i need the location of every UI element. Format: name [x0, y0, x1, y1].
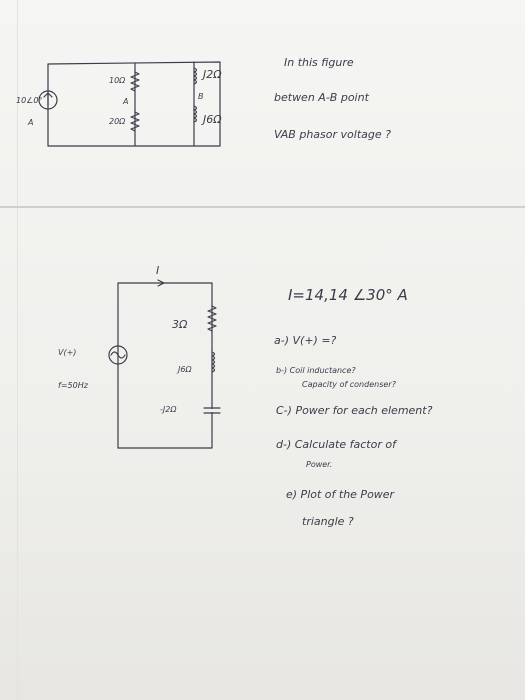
- circuit-1-resistor-10: [130, 71, 140, 92]
- circuit-1-node-b: B: [198, 92, 204, 101]
- circuit-1-r2-label: 20Ω: [109, 117, 126, 126]
- circuit-2-resistor: [207, 305, 217, 332]
- paper-fold-line: [0, 206, 525, 208]
- circuit-1-r1-label: 10Ω: [109, 76, 126, 85]
- circuit-1-inductor-bottom: [193, 105, 198, 123]
- problem-2-given: I=14,14 ∠30° A: [288, 286, 408, 304]
- paper-margin-line: [17, 0, 18, 700]
- circuit-2-capacitor-label: -J2Ω: [160, 405, 177, 414]
- problem-2-question-a: a-) V(+) =?: [274, 334, 337, 347]
- problem-1-line-1: In this figure: [284, 56, 354, 69]
- circuit-1-wiring: [47, 61, 221, 147]
- problem-2-question-e-1: e) Plot of the Power: [286, 488, 395, 501]
- circuit-2-inductor-label: J6Ω: [178, 365, 192, 374]
- circuit-1-resistor-20: [130, 111, 140, 132]
- circuit-2-capacitor: [203, 407, 221, 414]
- circuit-1-inductor-top: [193, 67, 198, 85]
- circuit-1-current-source: [38, 90, 58, 110]
- circuit-1-source-label: 10∠0°: [16, 96, 43, 105]
- circuit-1-node-a: A: [123, 97, 129, 106]
- problem-2-question-d-1: d-) Calculate factor of: [276, 438, 396, 451]
- problem-2-question-c: C-) Power for each element?: [276, 404, 433, 417]
- circuit-2-current-label: I: [156, 264, 160, 277]
- circuit-2-source-label: V(+): [58, 348, 77, 357]
- problem-2-question-b-1: b-) Coil inductance?: [276, 366, 356, 375]
- circuit-2-resistor-label: 3Ω: [172, 318, 188, 331]
- problem-2-question-e-2: triangle ?: [302, 515, 354, 528]
- circuit-2-ac-source: [108, 345, 128, 365]
- circuit-1-node-a-bottom: A: [28, 118, 34, 127]
- circuit-2-frequency: f=50Hz: [58, 381, 88, 390]
- problem-2-question-d-2: Power.: [306, 460, 333, 469]
- problem-1-line-3: VAB phasor voltage ?: [274, 128, 391, 141]
- problem-2-question-b-2: Capacity of condenser?: [302, 380, 396, 389]
- problem-1-line-2: betwen A-B point: [274, 91, 369, 104]
- circuit-2-inductor: [211, 351, 216, 373]
- circuit-1-zbottom-label: J6Ω: [203, 113, 222, 126]
- circuit-2-wiring: [117, 279, 213, 449]
- circuit-1-ztop-label: J2Ω: [203, 68, 222, 81]
